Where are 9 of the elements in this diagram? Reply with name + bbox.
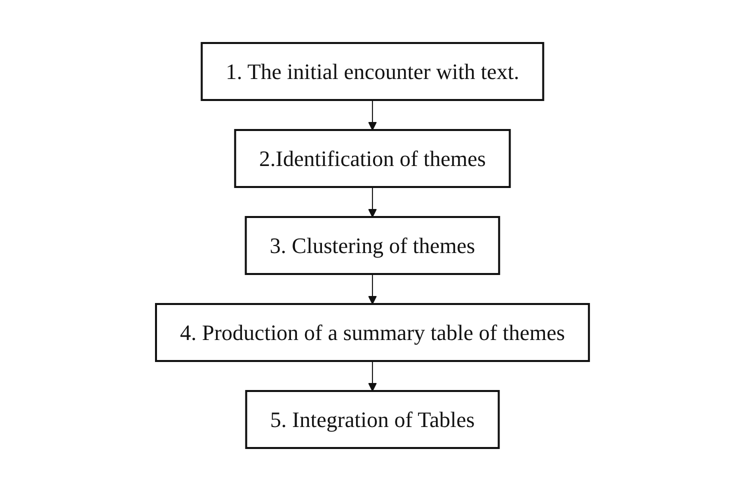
node-box: 1. The initial encounter with text.: [200, 42, 544, 100]
arrow: [368, 360, 377, 391]
arrow: [368, 273, 377, 304]
arrow: [368, 99, 377, 130]
node-box: 2.Identification of themes: [234, 128, 511, 188]
arrow: [368, 186, 377, 217]
node-box: 5. Integration of Tables: [245, 390, 500, 448]
node-box: 4. Production of a summary table of themes: [155, 302, 590, 362]
node-box: 3. Clustering of themes: [244, 216, 500, 274]
